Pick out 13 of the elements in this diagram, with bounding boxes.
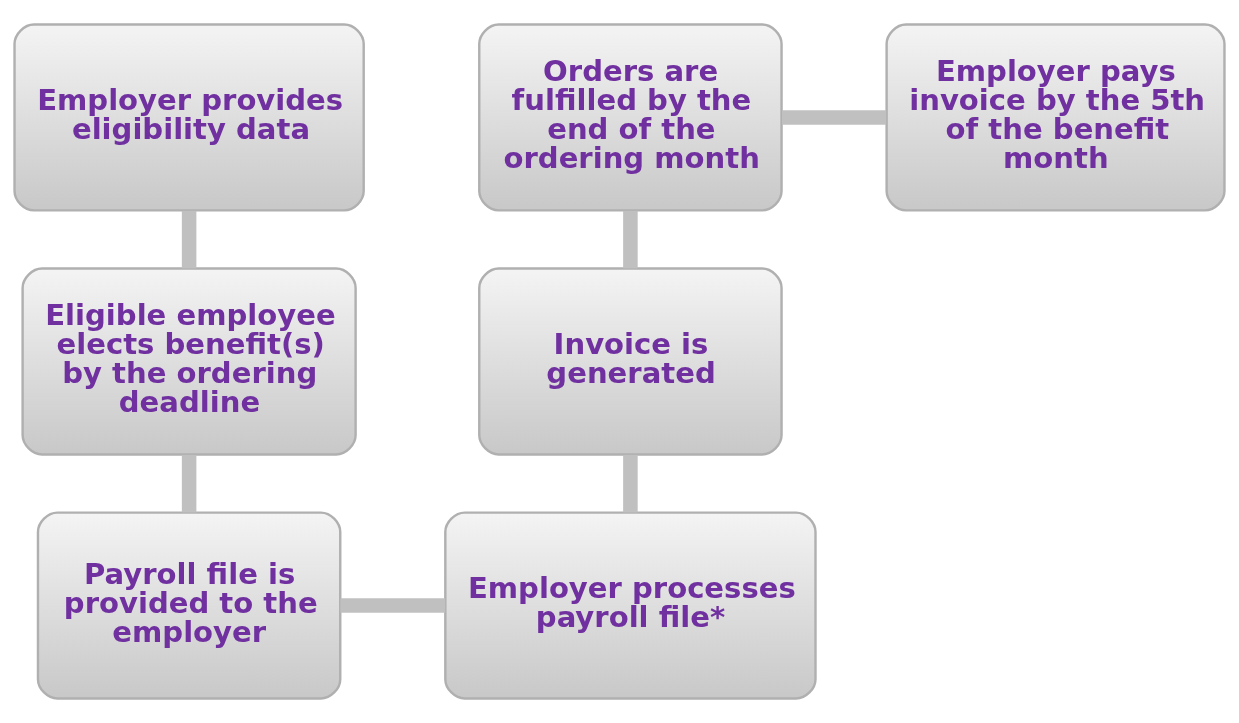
connector (181, 210, 197, 269)
connector (181, 454, 197, 513)
node-box: Employer provides eligibility data (13, 23, 365, 212)
node-box: Eligible employee elects benefit(s) by the ordering deadline (21, 267, 357, 456)
connector (781, 110, 887, 125)
node-box: Employer processes payroll file* (444, 511, 817, 700)
connector (340, 598, 446, 613)
node-box: Employer pays invoice by the 5th of the benefit month (885, 23, 1226, 212)
node-box: Payroll file is provided to the employer (36, 511, 342, 700)
connector (623, 454, 638, 513)
node-box: Invoice is generated (478, 267, 783, 456)
connector (623, 210, 638, 269)
node-box: Orders are fulfilled by the end of the ordering month (478, 23, 783, 212)
